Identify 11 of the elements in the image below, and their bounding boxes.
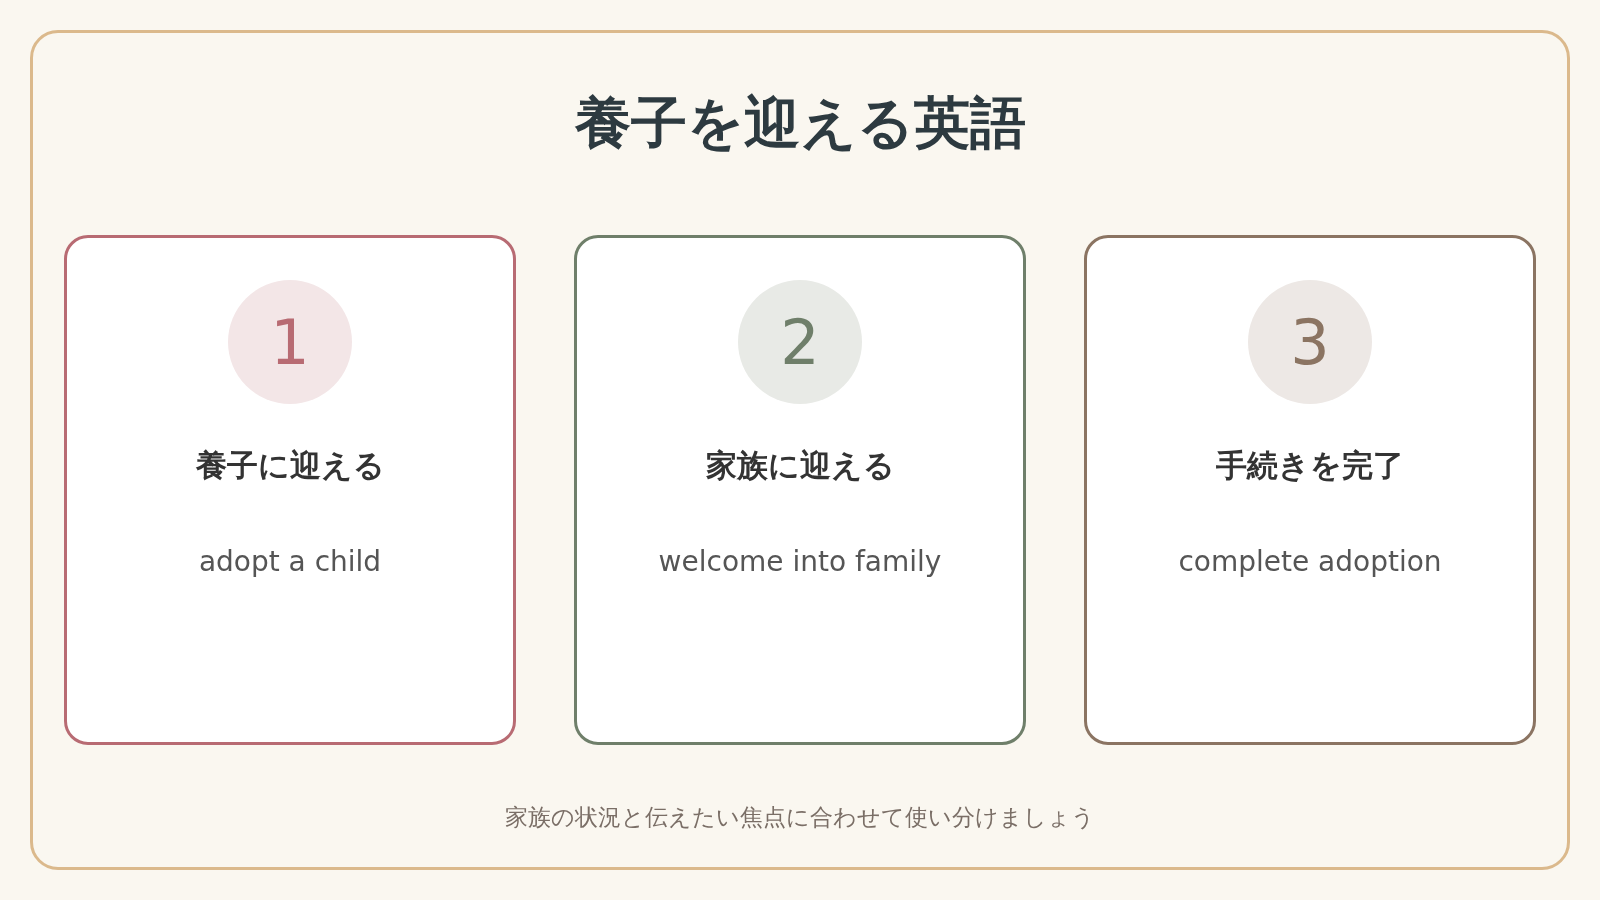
card-description: complete adoption	[1178, 543, 1442, 580]
caption: 家族の状況と伝えたい焦点に合わせて使い分けましょう	[504, 803, 1096, 832]
card-description: welcome into family	[658, 543, 942, 580]
card-heading: 養子に迎える	[195, 446, 385, 485]
card	[64, 235, 516, 745]
card-heading: 家族に迎える	[705, 446, 895, 485]
card-heading: 手続きを完了	[1216, 446, 1404, 485]
title: 養子を迎える英語	[573, 89, 1027, 157]
card	[574, 235, 1026, 745]
card	[1084, 235, 1536, 745]
card-description: adopt a child	[198, 543, 382, 580]
